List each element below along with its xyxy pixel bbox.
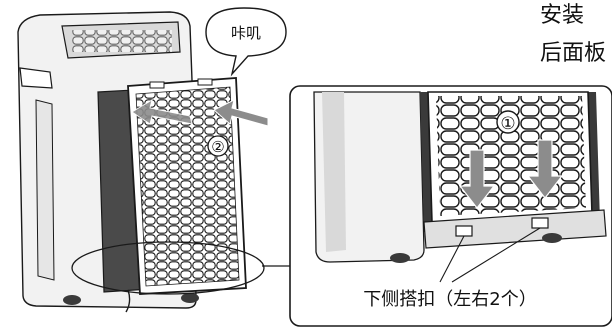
step-two-circle	[207, 135, 229, 157]
bottom-hook-left	[455, 225, 473, 237]
step-one-marker: ①	[500, 114, 515, 134]
click-sound-text: 咔叽	[231, 24, 261, 42]
step-one-circle	[496, 110, 520, 134]
heading-line-2: 后面板	[540, 41, 606, 66]
wheel-left	[63, 295, 81, 305]
detail-wheel-right	[542, 233, 562, 243]
heading-line-1: 安装	[540, 3, 584, 28]
wheel-right	[181, 293, 199, 303]
back-panel	[127, 77, 247, 295]
hook-leader-left	[439, 235, 465, 283]
zoom-detail-box: ① 下侧搭扣（左右2个）	[289, 85, 612, 327]
detail-side-shading	[322, 92, 346, 252]
top-tab-left	[149, 81, 165, 89]
detail-wheel-left	[390, 253, 410, 263]
top-tab-right	[197, 78, 213, 86]
bottom-hook-right	[531, 217, 549, 229]
down-arrow-right	[526, 139, 564, 199]
hook-leader-right	[451, 227, 541, 283]
top-outlet-grille	[72, 30, 172, 52]
down-arrow-left	[458, 149, 496, 209]
push-arrow	[131, 98, 269, 127]
click-sound-bubble: 咔叽	[205, 7, 287, 77]
step-two-marker: ②	[211, 138, 224, 156]
bottom-hooks-caption: 下侧搭扣（左右2个）	[363, 289, 536, 310]
side-handle	[19, 67, 53, 89]
side-panel	[35, 99, 55, 281]
air-purifier-illustration: ②	[17, 11, 269, 313]
zoom-highlight-ellipse	[71, 241, 265, 295]
